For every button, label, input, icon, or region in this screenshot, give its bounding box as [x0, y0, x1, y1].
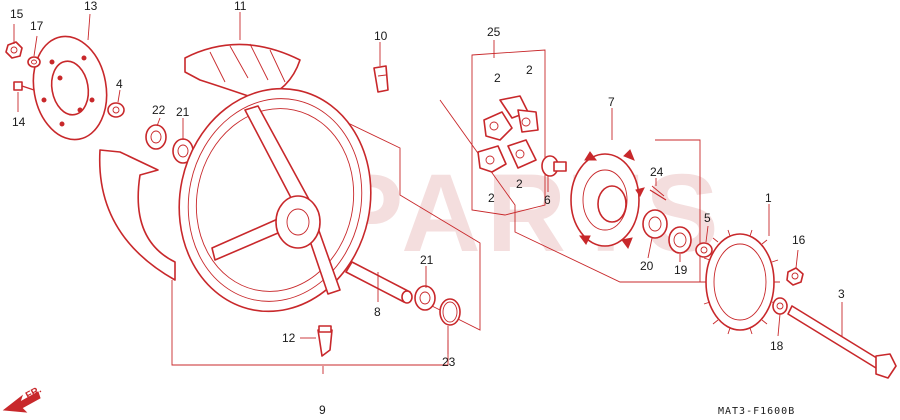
callout-20: 20 — [640, 259, 654, 273]
callout-21-right: 21 — [420, 253, 434, 267]
callout-22: 22 — [152, 103, 166, 117]
sprocket-stud — [649, 185, 667, 201]
leader-lines — [13, 12, 843, 374]
balance-weight — [373, 65, 389, 93]
callout-8: 8 — [374, 305, 381, 319]
leader-frame-hub — [439, 99, 701, 283]
dust-seal — [668, 226, 692, 254]
flange-bearing — [642, 209, 668, 239]
callout-11: 11 — [234, 0, 247, 13]
final-driven-sprocket — [700, 229, 780, 335]
tire — [184, 43, 301, 101]
callout-10: 10 — [374, 29, 388, 43]
callout-7: 7 — [608, 95, 615, 109]
callout-3: 3 — [838, 287, 845, 301]
leader-frame-11 — [299, 99, 481, 331]
callout-5: 5 — [704, 211, 711, 225]
o-ring — [439, 298, 461, 326]
callout-21-left: 21 — [176, 105, 190, 119]
front-direction-arrow — [2, 391, 41, 413]
leader-frame-25 — [471, 49, 546, 216]
callout-14: 14 — [12, 115, 26, 129]
callout-23: 23 — [442, 355, 456, 369]
callout-2-b: 2 — [526, 63, 533, 77]
figure-code: MAT3-F1600B — [718, 406, 796, 417]
cast-wheel — [178, 87, 372, 313]
callout-2-a: 2 — [494, 71, 501, 85]
disc-nut — [5, 41, 23, 59]
sprocket-nut — [786, 267, 804, 286]
driven-flange — [570, 149, 645, 250]
brake-disc — [32, 35, 108, 141]
callout-24: 24 — [650, 165, 664, 179]
callout-2-d: 2 — [516, 177, 523, 191]
callout-15: 15 — [10, 7, 24, 21]
wheel-bearing-right — [414, 285, 436, 311]
side-collar — [107, 102, 125, 118]
callout-6: 6 — [544, 193, 551, 207]
callout-2-c: 2 — [488, 191, 495, 205]
callout-4: 4 — [116, 77, 123, 91]
callout-12: 12 — [282, 331, 296, 345]
callout-25: 25 — [487, 25, 501, 39]
disc-washer — [27, 56, 41, 68]
callout-13: 13 — [84, 0, 98, 13]
tire-valve — [317, 325, 333, 357]
rear-axle — [787, 305, 897, 379]
callout-1: 1 — [765, 191, 772, 205]
callout-16: 16 — [792, 233, 806, 247]
axle-washer — [772, 297, 788, 315]
wheel-bearing-left — [145, 124, 167, 150]
callout-18: 18 — [770, 339, 784, 353]
callout-17: 17 — [30, 19, 44, 33]
disc-bolt — [13, 81, 35, 91]
callout-9: 9 — [319, 403, 326, 417]
axle-sleeve — [345, 261, 413, 304]
damper-rubbers — [477, 95, 539, 173]
tire-cutaway-section — [98, 149, 176, 281]
callout-19: 19 — [674, 263, 688, 277]
stud-bolt — [541, 155, 567, 177]
flange-collar — [695, 242, 713, 258]
